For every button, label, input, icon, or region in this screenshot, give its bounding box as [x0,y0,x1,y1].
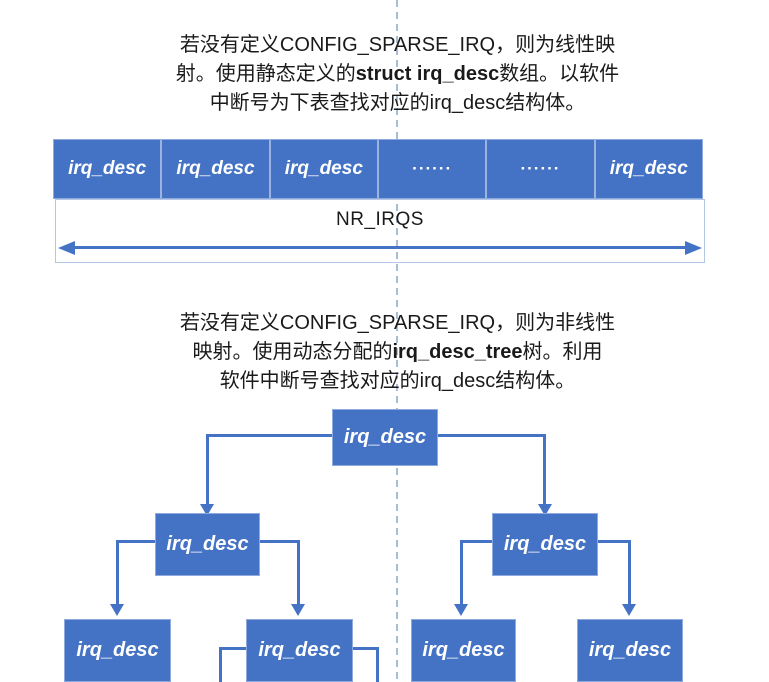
nr-irqs-label: NR_IRQS [336,209,424,230]
connector-root-right [543,434,546,506]
arrow-right-icon [685,241,702,255]
text-segment-bold: struct irq_desc [355,63,500,85]
arrow-down-icon [454,604,468,616]
text-line: 若没有定义CONFIG_SPARSE_IRQ，则为非线性 [179,312,616,334]
text-segment-bold: irq_desc_tree [392,341,523,363]
text-segment: 射。使用静态定义的 [175,63,356,85]
center-dashed-divider [396,0,398,682]
text-segment: 映射。使用动态分配的 [192,341,393,363]
connector-right-child1 [460,540,492,543]
linear-mapping-description: 若没有定义CONFIG_SPARSE_IRQ，则为线性映 射。使用静态定义的st… [30,31,765,118]
tree-node-leaf: irq_desc [577,619,683,682]
tree-node-level2-left: irq_desc [155,513,260,576]
array-cell: irq_desc [162,140,271,198]
connector-left-child1 [116,540,119,606]
connector-leaf2-left-stub [219,647,222,682]
connector-root-left [206,434,209,506]
tree-node-level2-right: irq_desc [492,513,598,576]
connector-root-left [206,434,332,437]
connector-leaf2-right-stub [353,647,379,650]
connector-left-child2 [260,540,300,543]
text-segment: 树。利用 [522,341,603,363]
connector-left-child1 [116,540,155,543]
irq-desc-array: irq_desc irq_desc irq_desc ······ ······… [53,139,703,199]
text-line: 软件中断号查找对应的irq_desc结构体。 [219,370,576,392]
connector-leaf2-right-stub [376,647,379,682]
array-cell: irq_desc [54,140,163,198]
arrow-down-icon [110,604,124,616]
array-cell: irq_desc [271,140,379,198]
tree-node-leaf: irq_desc [411,619,516,682]
range-arrow-line [71,246,689,249]
connector-root-right [438,434,546,437]
tree-mapping-description: 若没有定义CONFIG_SPARSE_IRQ，则为非线性 映射。使用动态分配的i… [30,309,765,396]
connector-right-child1 [460,540,463,606]
text-line: 若没有定义CONFIG_SPARSE_IRQ，则为线性映 [179,34,616,56]
text-line: 中断号为下表查找对应的irq_desc结构体。 [209,92,586,114]
tree-node-root: irq_desc [332,409,438,466]
array-cell: irq_desc [609,158,688,179]
nr-irqs-range: NR_IRQS [55,199,705,263]
arrow-down-icon [291,604,305,616]
connector-leaf2-left-stub [219,647,246,650]
array-cell-ellipsis: ······ [379,140,488,198]
connector-right-child2 [628,540,631,606]
tree-node-leaf: irq_desc [246,619,353,682]
arrow-left-icon [58,241,75,255]
arrow-down-icon [622,604,636,616]
text-segment: 数组。以软件 [499,63,620,85]
connector-left-child2 [297,540,300,606]
text-line: 射。使用静态定义的struct irq_desc数组。以软件 [30,60,765,89]
tree-node-leaf: irq_desc [64,619,171,682]
connector-right-child2 [598,540,631,543]
array-cell-ellipsis: ······ [487,140,596,198]
text-line: 映射。使用动态分配的irq_desc_tree树。利用 [30,338,765,367]
